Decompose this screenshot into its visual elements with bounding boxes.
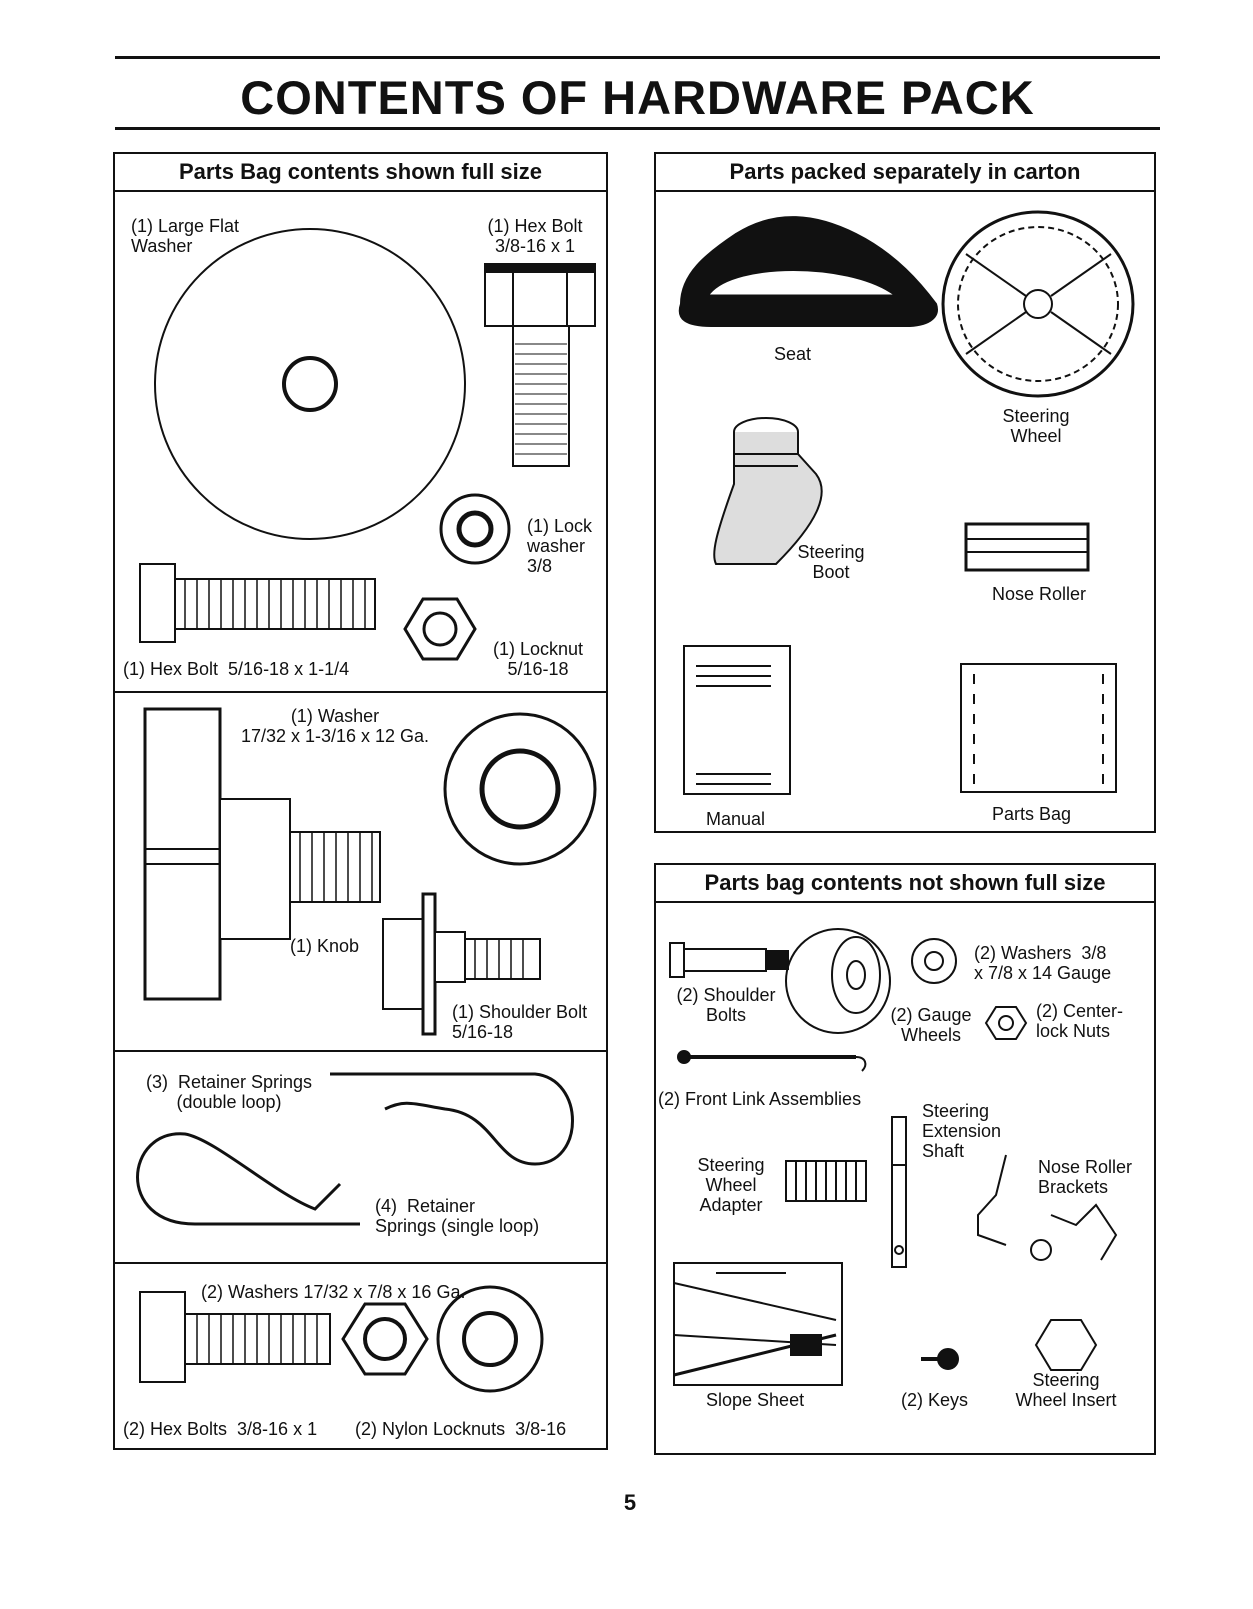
label-steering-boot: Steering Boot (797, 542, 865, 582)
label-hex-bolt-516: (1) Hex Bolt 5/16-18 x 1-1/4 (123, 659, 350, 679)
label-shoulder-bolts: (2) Shoulder Bolts (676, 985, 776, 1025)
full-size-parts-illustration (136, 228, 597, 1393)
label-slope-sheet: Slope Sheet (706, 1390, 805, 1410)
label-retainer-springs-double: (3) Retainer Springs (double loop) (145, 1072, 313, 1112)
large-flat-washer-icon (154, 228, 466, 540)
hex-bolts-icon (139, 1291, 331, 1383)
label-hex-bolt-38: (1) Hex Bolt 3/8-16 x 1 (487, 216, 583, 256)
label-locknut: (1) Locknut 5/16-18 (492, 639, 584, 679)
retainer-spring-icon (136, 1072, 574, 1226)
hex-bolt-horizontal-icon (139, 563, 376, 643)
manual-icon (683, 645, 791, 795)
nose-roller-bracket-icon (977, 1154, 1118, 1261)
nylon-locknut-icon (341, 1302, 429, 1376)
label-steering-wheel-insert: Steering Wheel Insert (1015, 1370, 1117, 1410)
label-large-flat-washer: (1) Large Flat Washer (131, 216, 240, 256)
label-seat: Seat (774, 344, 812, 364)
title-rule (115, 127, 1160, 130)
label-nose-roller-brackets: Nose Roller Brackets (1038, 1157, 1133, 1197)
steering-wheel-icon (941, 210, 1135, 398)
label-lock-washer: (1) Lock washer 3/8 (527, 516, 593, 576)
label-knob: (1) Knob (290, 936, 360, 956)
key-icon (921, 1348, 959, 1370)
center-lock-nut-icon (984, 1006, 1028, 1040)
label-center-lock-nuts: (2) Center- lock Nuts (1036, 1001, 1124, 1041)
label-nylon-locknuts: (2) Nylon Locknuts 3/8-16 (355, 1419, 567, 1439)
section-divider (115, 1050, 606, 1052)
label-retainer-springs-single: (4) Retainer Springs (single loop) (375, 1196, 540, 1236)
steering-wheel-adapter-icon (785, 1160, 867, 1202)
slope-sheet-icon (673, 1262, 843, 1386)
label-nose-roller: Nose Roller (992, 584, 1087, 604)
label-washers-1732: (2) Washers 17/32 x 7/8 x 16 Ga. (201, 1282, 466, 1302)
knob-icon (143, 707, 381, 1001)
washers-icon (436, 1285, 544, 1393)
hex-bolt-vertical-icon (484, 263, 596, 467)
nose-roller-icon (964, 522, 1090, 572)
seat-icon (678, 216, 938, 327)
label-steering-wheel-adapter: Steering Wheel Adapter (697, 1155, 765, 1215)
label-washer-1732: (1) Washer 17/32 x 1-3/16 x 12 Ga. (240, 706, 430, 746)
not-full-size-illustration (669, 928, 1118, 1386)
page-title: CONTENTS OF HARDWARE PACK (240, 71, 1035, 124)
label-manual: Manual (706, 809, 766, 829)
top-rule (115, 56, 1160, 59)
steering-wheel-insert-icon (1034, 1319, 1098, 1371)
label-gauge-wheels: (2) Gauge Wheels (890, 1005, 972, 1045)
section-divider (115, 691, 606, 693)
parts-bag-full-size-panel: Parts Bag contents shown full size (113, 152, 608, 1450)
steering-boot-icon (713, 417, 823, 565)
steering-extension-shaft-icon (891, 1116, 907, 1268)
panel-heading: Parts Bag contents shown full size (115, 154, 606, 192)
parts-bag-icon (960, 663, 1117, 793)
label-washers-38: (2) Washers 3/8 x 7/8 x 14 Gauge (974, 943, 1112, 983)
lock-washer-icon (439, 493, 511, 565)
panel-heading: Parts bag contents not shown full size (656, 865, 1154, 903)
label-steering-extension-shaft: Steering Extension Shaft (922, 1101, 1002, 1161)
shoulder-bolt-small-icon (669, 942, 789, 978)
shoulder-bolt-icon (382, 892, 541, 1036)
locknut-icon (403, 597, 477, 661)
front-link-icon (677, 1050, 867, 1072)
washer-small-icon (911, 938, 957, 984)
page-number: 5 (623, 1490, 637, 1515)
label-steering-wheel: Steering Wheel (1002, 406, 1070, 446)
label-hex-bolts-38: (2) Hex Bolts 3/8-16 x 1 (123, 1419, 318, 1439)
washer-icon (443, 712, 597, 866)
section-divider (115, 1262, 606, 1264)
label-keys: (2) Keys (901, 1390, 969, 1410)
label-shoulder-bolt: (1) Shoulder Bolt 5/16-18 (452, 1002, 588, 1042)
label-parts-bag: Parts Bag (992, 804, 1072, 824)
carton-parts-illustration (678, 210, 1135, 795)
parts-bag-not-full-size-panel: Parts bag contents not shown full size (654, 863, 1156, 1455)
label-front-link: (2) Front Link Assemblies (658, 1089, 862, 1109)
panel-heading: Parts packed separately in carton (656, 154, 1154, 192)
carton-parts-panel: Parts packed separately in carton (654, 152, 1156, 833)
gauge-wheel-icon (785, 928, 891, 1034)
